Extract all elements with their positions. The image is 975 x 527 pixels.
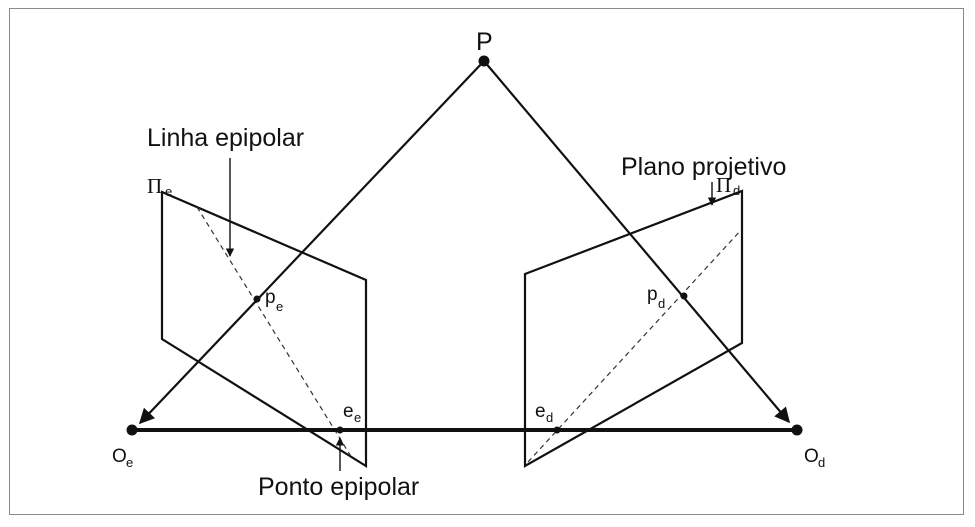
label-pi-d-sub: d xyxy=(733,183,740,198)
label-P: P xyxy=(476,28,493,56)
label-oe-sub: e xyxy=(126,455,133,470)
right-epipolar-line xyxy=(527,228,743,463)
label-od-sub: d xyxy=(818,455,825,470)
label-ed: e xyxy=(535,401,546,422)
label-pd-sub: d xyxy=(658,296,665,311)
label-pe-sub: e xyxy=(276,299,283,314)
epipole-ed xyxy=(553,426,561,434)
epipole-ee xyxy=(336,426,344,434)
label-pi-d: Π xyxy=(716,173,731,197)
label-od: O xyxy=(804,446,819,467)
label-pe: p xyxy=(265,287,276,308)
label-oe: O xyxy=(112,446,127,467)
label-plano-projetivo: Plano projetivo xyxy=(621,153,786,181)
right-optical-center xyxy=(791,424,803,436)
label-ponto-epipolar: Ponto epipolar xyxy=(258,473,419,501)
label-ee-sub: e xyxy=(354,410,361,425)
left-epipolar-line xyxy=(196,206,353,459)
point-P xyxy=(478,55,490,67)
label-ee: e xyxy=(343,401,354,422)
left-optical-center xyxy=(126,424,138,436)
label-pd: p xyxy=(647,284,658,305)
point-pd xyxy=(680,292,688,300)
label-pi-e-sub: e xyxy=(165,184,172,199)
ray-p-to-left-center xyxy=(138,60,485,425)
left-image-plane xyxy=(160,190,368,468)
ray-p-to-right-center xyxy=(483,60,790,424)
label-linha-epipolar: Linha epipolar xyxy=(147,124,304,152)
label-ed-sub: d xyxy=(546,410,553,425)
label-pi-e: Π xyxy=(147,174,162,198)
right-image-plane xyxy=(523,189,744,468)
point-pe xyxy=(253,295,261,303)
